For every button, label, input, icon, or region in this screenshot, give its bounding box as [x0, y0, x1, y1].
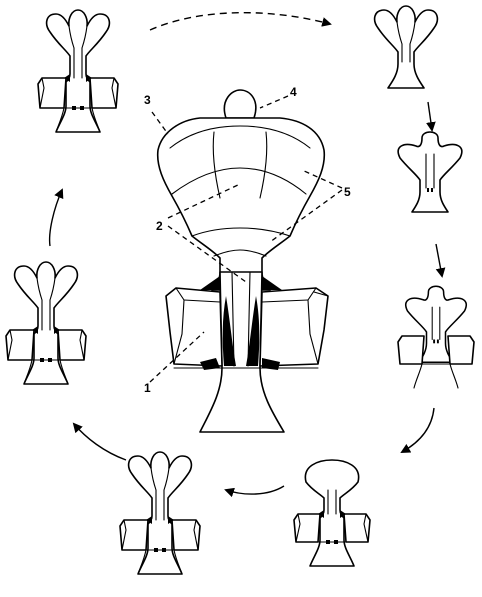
figure-bottom-left	[120, 452, 200, 574]
arrowhead-icon	[74, 424, 126, 460]
figure-right-upper	[398, 132, 462, 212]
arrowhead-icon	[436, 244, 442, 276]
arrowhead-icon	[402, 408, 434, 452]
leader-4	[260, 96, 288, 108]
arrowhead-icon	[150, 13, 330, 30]
leader-3	[152, 112, 168, 134]
label-5: 5	[344, 185, 351, 199]
label-1: 1	[144, 381, 151, 395]
label-4: 4	[290, 85, 297, 99]
left-plate	[166, 288, 222, 366]
figure-left	[6, 262, 86, 384]
label-2: 2	[156, 219, 163, 233]
arrowhead-icon	[226, 486, 284, 494]
arrowhead-icon	[50, 190, 62, 246]
figure-top-left	[38, 10, 118, 132]
apical-lobe	[224, 90, 255, 118]
figure-top-right	[375, 6, 438, 88]
central-figure	[158, 90, 328, 432]
arrowhead-icon	[428, 102, 432, 130]
figure-bottom-right	[294, 460, 370, 566]
label-3: 3	[144, 93, 151, 107]
crown-body	[158, 118, 325, 290]
right-plate	[260, 288, 328, 366]
